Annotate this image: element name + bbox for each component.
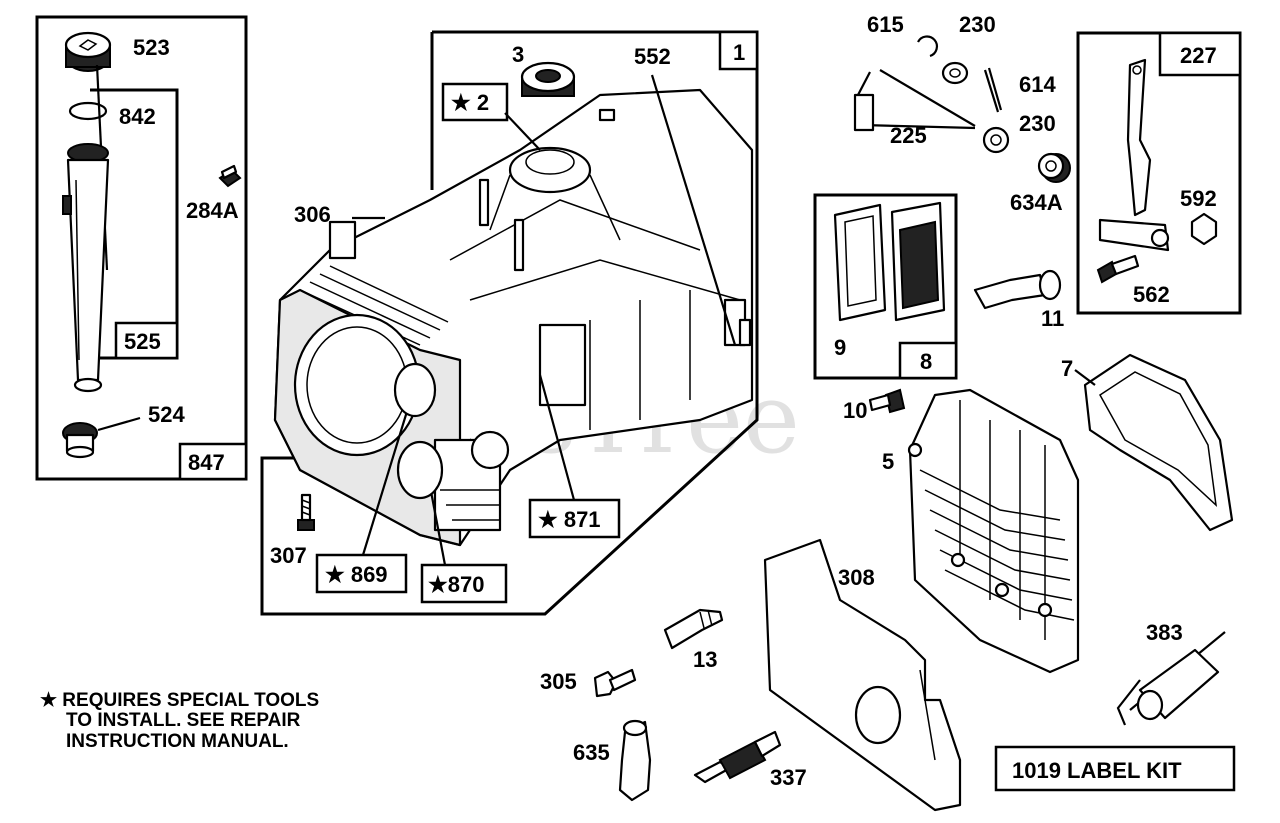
- screw-10-part: [868, 388, 906, 414]
- nut-592-part: [1190, 212, 1218, 246]
- label-kit-box: [994, 745, 1236, 792]
- note-line-1: ★ REQUIRES SPECIAL TOOLS: [40, 690, 319, 711]
- label-box-871: [528, 498, 621, 539]
- leader-2: [504, 112, 541, 151]
- label-306: 306: [294, 202, 331, 227]
- leader-869: [361, 394, 414, 556]
- clip-615-part: [917, 35, 939, 58]
- label-box-870: [420, 563, 508, 604]
- block-frame-bottom: [260, 285, 759, 616]
- label-383: 383: [1146, 620, 1183, 645]
- stud-13-part: [663, 608, 724, 650]
- label-5: 5: [882, 449, 894, 474]
- label-842: 842: [119, 104, 156, 129]
- dipstick-group: [35, 15, 248, 481]
- label-230-mid: 230: [1019, 111, 1056, 136]
- label-10: 10: [843, 398, 867, 423]
- screw-284a-part: [218, 164, 242, 188]
- bolt-307-part: [297, 493, 315, 531]
- washer-230b-part: [982, 126, 1010, 154]
- label-box-1: [718, 30, 759, 71]
- label-7: 7: [1061, 356, 1073, 381]
- label-box-227: [1158, 31, 1242, 77]
- breather-tube-11-part: [973, 269, 1062, 310]
- label-308: 308: [838, 565, 875, 590]
- label-kit: 1019 LABEL KIT: [1012, 758, 1182, 783]
- governor-link-parts: [853, 35, 1071, 183]
- o-ring-part: [68, 101, 108, 121]
- breather-group: [813, 193, 958, 380]
- label-11: 11: [1041, 306, 1064, 331]
- governor-lever-group: [1076, 31, 1242, 315]
- label-525: 525: [124, 329, 161, 354]
- label-562: 562: [1133, 282, 1170, 307]
- gasket-9-part: [833, 203, 887, 322]
- bolt-305-part: [593, 668, 637, 698]
- breather-group-frame: [813, 193, 958, 380]
- boot-635-part: [618, 719, 652, 802]
- note-line-2: TO INSTALL. SEE REPAIR: [66, 710, 301, 731]
- label-284a: 284A: [186, 198, 239, 223]
- part-number-labels: 523 842 525 524 847 284A 306 3 552 1 ★ 2…: [119, 12, 1217, 790]
- tool-383-part: [1116, 631, 1226, 726]
- label-box-847: [178, 442, 248, 481]
- label-870: ★870: [428, 572, 484, 597]
- label-871: ★ 871: [538, 507, 601, 532]
- bolt-562-part: [1096, 254, 1140, 284]
- label-592: 592: [1180, 186, 1217, 211]
- head-gasket-7-part: [1074, 353, 1234, 532]
- shield-308-part: [763, 538, 962, 812]
- label-box-2: [441, 82, 509, 122]
- nut-634a-part: [1037, 152, 1071, 183]
- label-box-8: [898, 341, 958, 380]
- cylinder-block-group: [260, 30, 759, 616]
- dipstick-group-frame: [35, 15, 248, 481]
- grommet-part: [62, 416, 141, 459]
- washer-230a-part: [941, 61, 969, 85]
- label-634a: 634A: [1010, 190, 1063, 215]
- cylinder-head-5-part: [907, 388, 1080, 674]
- label-615: 615: [867, 12, 904, 37]
- note-line-3: INSTRUCTION MANUAL.: [66, 731, 289, 752]
- dipstick-tube-part: [62, 143, 110, 393]
- label-230-top: 230: [959, 12, 996, 37]
- label-614: 614: [1019, 72, 1056, 97]
- label-552: 552: [634, 44, 671, 69]
- label-225: 225: [890, 123, 927, 148]
- label-635: 635: [573, 740, 610, 765]
- label-524: 524: [148, 402, 185, 427]
- breather-8-part: [890, 201, 946, 322]
- governor-lever-part: [1098, 58, 1170, 252]
- label-227: 227: [1180, 43, 1217, 68]
- label-8: 8: [920, 349, 932, 374]
- label-box-869: [315, 553, 408, 594]
- special-tools-note: ★ REQUIRES SPECIAL TOOLS TO INSTALL. SEE…: [40, 690, 319, 752]
- label-305: 305: [540, 669, 577, 694]
- label-2: ★ 2: [451, 90, 489, 115]
- pin-614-part: [983, 67, 1003, 113]
- label-523: 523: [133, 35, 170, 60]
- label-box-525: [114, 321, 179, 360]
- spark-plug-337-part: [693, 730, 782, 784]
- leader-552: [650, 74, 737, 346]
- gasket-306-part: [328, 220, 357, 260]
- label-13: 13: [693, 647, 717, 672]
- label-3: 3: [512, 42, 524, 67]
- label-337: 337: [770, 765, 807, 790]
- label-847: 847: [188, 450, 225, 475]
- label-869: ★ 869: [325, 562, 388, 587]
- label-1: 1: [733, 40, 745, 65]
- label-307: 307: [270, 543, 307, 568]
- cylinder-block-part: [273, 88, 754, 547]
- leader-871: [538, 374, 576, 501]
- oil-seal-part: [520, 61, 576, 97]
- label-9: 9: [834, 335, 846, 360]
